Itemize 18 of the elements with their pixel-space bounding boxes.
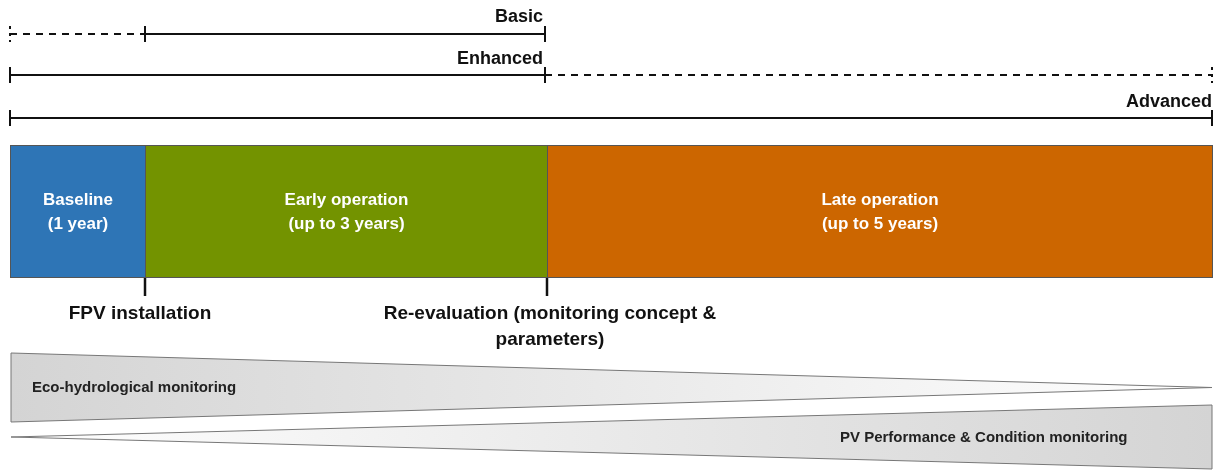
- band-label: PV Performance & Condition monitoring: [840, 428, 1128, 445]
- band-label: Eco-hydrological monitoring: [32, 378, 237, 395]
- range-label: Enhanced: [456, 48, 543, 69]
- phase-label: Late operation: [821, 188, 939, 211]
- phase-box: [10, 145, 146, 278]
- tapering-band: [10, 352, 1213, 423]
- range-label: Advanced: [1125, 91, 1212, 112]
- milestone-label: Re-evaluation (monitoring concept & parameters): [382, 301, 718, 351]
- phase-label: Baseline: [43, 188, 113, 211]
- range-label: Basic: [494, 6, 543, 27]
- phase-box: [145, 145, 548, 278]
- tapering-band: [10, 404, 1213, 470]
- phase-label: (up to 5 years): [821, 212, 939, 235]
- phase-label: Early operation: [284, 188, 409, 211]
- milestone-label: FPV installation: [67, 301, 213, 325]
- phase-box: [547, 145, 1213, 278]
- phase-label: (1 year): [47, 212, 109, 235]
- phase-label: (up to 3 years): [288, 212, 405, 235]
